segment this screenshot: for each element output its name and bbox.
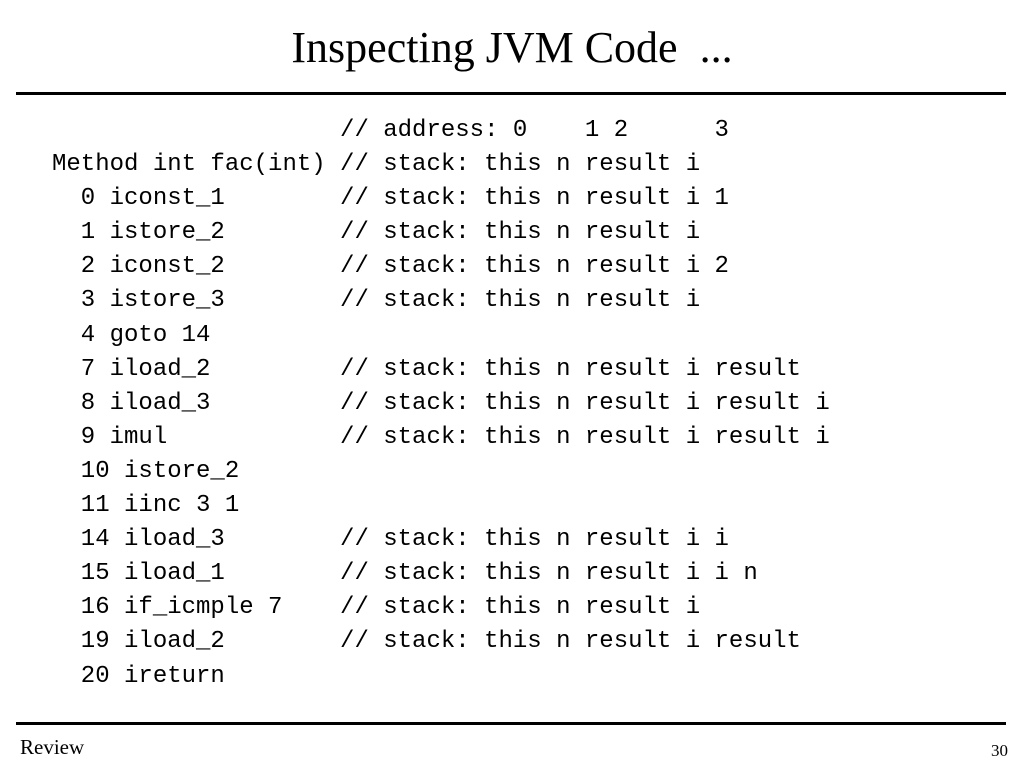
code-line: 10 istore_2 [52, 457, 240, 485]
code-line: 11 iinc 3 1 [52, 492, 240, 520]
slide-title: Inspecting JVM Code ... [291, 23, 733, 72]
code-line: 20 ireturn [52, 662, 225, 690]
footer-section-label: Review [20, 735, 85, 759]
code-line: 1 istore_2 // stack: this n result i [52, 219, 701, 247]
code-line: 14 iload_3 // stack: this n result i i [52, 526, 729, 554]
code-line: Method int fac(int) // stack: this n res… [52, 151, 701, 179]
code-line: 7 iload_2 // stack: this n result i resu… [52, 355, 801, 383]
bytecode-listing: // address: 0 1 2 3 Method int fac(int) … [52, 114, 830, 694]
code-line: 16 if_icmple 7 // stack: this n result i [52, 594, 701, 622]
code-line: 19 iload_2 // stack: this n result i res… [52, 628, 801, 656]
code-line: 15 iload_1 // stack: this n result i i n [52, 560, 758, 588]
title-divider [16, 92, 1006, 95]
code-line: 0 iconst_1 // stack: this n result i 1 [52, 185, 729, 213]
code-line: 8 iload_3 // stack: this n result i resu… [52, 389, 830, 417]
footer-divider [16, 722, 1006, 725]
code-line: // address: 0 1 2 3 [52, 117, 729, 144]
code-line: 3 istore_3 // stack: this n result i [52, 287, 701, 315]
code-line: 2 iconst_2 // stack: this n result i 2 [52, 253, 729, 281]
code-line: 4 goto 14 [52, 321, 211, 349]
page-number: 30 [991, 741, 1008, 760]
code-line: 9 imul // stack: this n result i result … [52, 423, 830, 451]
